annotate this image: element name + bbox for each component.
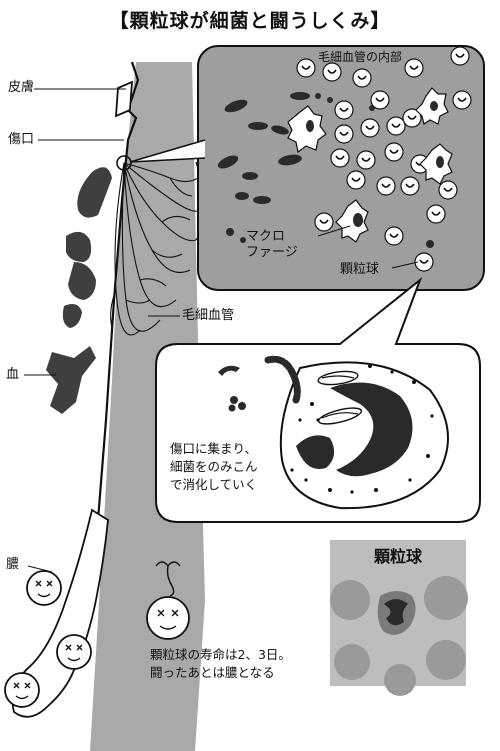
dead-cells bbox=[4, 570, 190, 708]
capillaries bbox=[110, 161, 203, 336]
micrograph-cells bbox=[330, 576, 468, 696]
label-granulocyte: 顆粒球 bbox=[340, 262, 380, 277]
bubble-caption-3: で消化していく bbox=[170, 477, 258, 492]
micrograph-nucleus bbox=[384, 599, 408, 626]
lifespan-caption-2: 闘ったあとは膿となる bbox=[150, 665, 275, 680]
lifespan-caption-1: 顆粒球の寿命は2、3日。 bbox=[150, 647, 291, 662]
label-macrophage-1: マクロ bbox=[246, 229, 286, 244]
inset-pointer bbox=[129, 139, 206, 163]
bubble-caption-1: 傷口に集まり、 bbox=[170, 441, 258, 456]
label-capillary: 毛細血管 bbox=[182, 308, 235, 323]
bubble-caption-2: 細菌をのみこん bbox=[170, 459, 258, 474]
micrograph-title: 顆粒球 bbox=[373, 547, 422, 566]
dead-cell-faces bbox=[13, 580, 179, 700]
label-capillary-inside: 毛細血管の内部 bbox=[318, 50, 403, 64]
label-blood: 血 bbox=[6, 367, 20, 382]
diagram-title: 【顆粒球が細菌と闘うしくみ】 bbox=[109, 10, 391, 32]
label-skin: 皮膚 bbox=[8, 80, 35, 95]
label-pus: 膿 bbox=[6, 557, 20, 572]
blood-blobs bbox=[46, 167, 112, 414]
bacteria bbox=[217, 92, 434, 248]
large-granulocyte bbox=[264, 355, 449, 510]
pus-sac bbox=[11, 508, 109, 718]
skin-layer bbox=[114, 80, 134, 118]
leader-lines bbox=[24, 88, 180, 573]
granulocyte-cells bbox=[296, 46, 472, 272]
capillary-inset bbox=[197, 45, 485, 291]
label-macrophage-2: ファージ bbox=[246, 245, 298, 260]
macrophage-nuclei bbox=[306, 101, 444, 227]
label-wound: 傷口 bbox=[8, 132, 35, 147]
soul-wings bbox=[155, 561, 181, 597]
bubble-bacteria bbox=[218, 365, 246, 412]
inset-leaders bbox=[317, 225, 419, 269]
